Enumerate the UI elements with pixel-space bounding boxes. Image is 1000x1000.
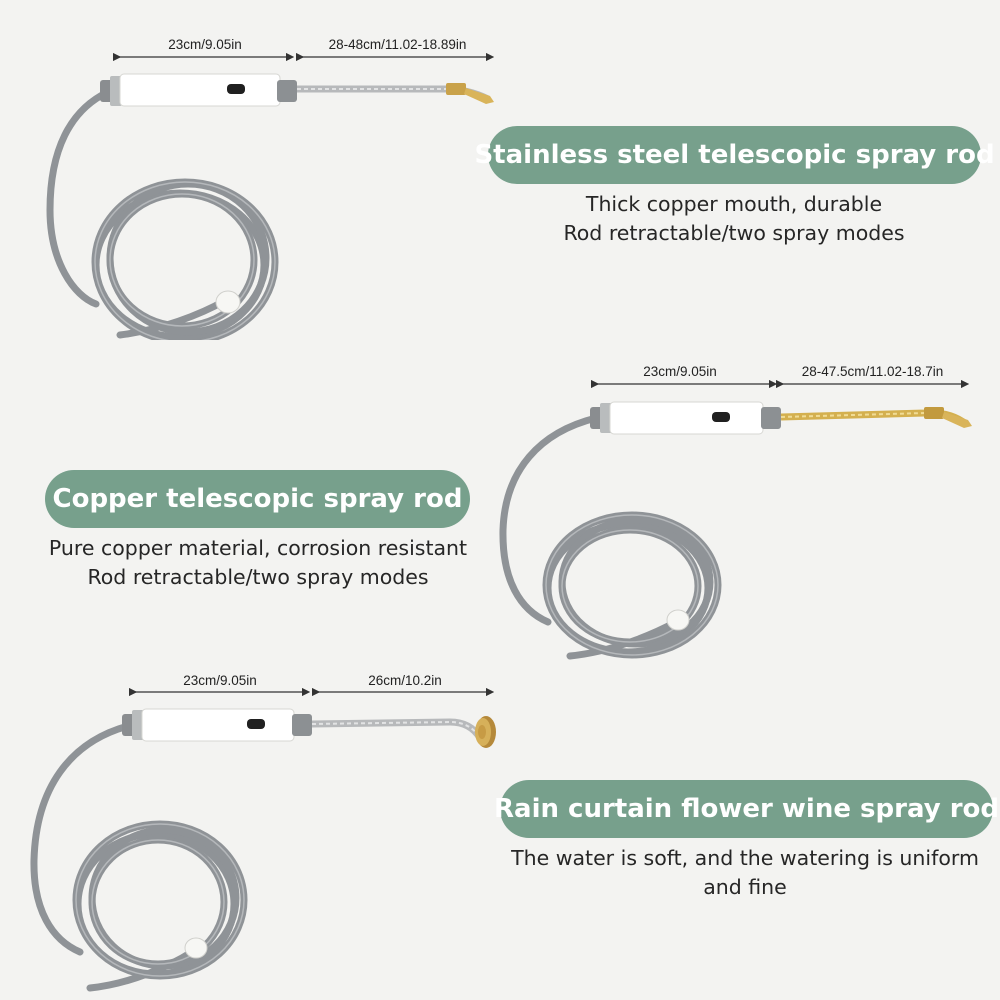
product-title-pill: Rain curtain flower wine spray rod [494,780,999,838]
copper-spray-rod-image [499,379,972,660]
description-line: Rod retractable/two spray modes [87,565,429,589]
rod-dimension-label: 28-48cm/11.02-18.89in [328,37,467,52]
hose-coil-highlight [545,514,719,656]
shower-head [475,716,496,748]
description-line: Thick copper mouth, durable [585,192,883,216]
handle [122,708,312,742]
handle [590,401,781,435]
description-line: The water is soft, and the watering is u… [511,846,979,870]
stainless-rod [297,83,494,104]
copper-rod [780,407,972,428]
hose-coil [30,722,248,992]
handle-dimension-label: 23cm/9.05in [183,673,257,688]
rod-dimension-label: 28-47.5cm/11.02-18.7in [801,364,944,379]
product-description: Pure copper material, corrosion resistan… [8,534,508,592]
product-title-pill: Copper telescopic spray rod [45,470,470,528]
rain-curtain-spray-rod-image [30,687,496,992]
hose-coil-highlight [75,823,245,977]
product-description: Thick copper mouth, durable Rod retracta… [484,190,984,248]
description-line: Pure copper material, corrosion resistan… [48,536,468,560]
hose-coil-highlight [94,181,276,340]
filter-ball [184,937,208,959]
description-line: Rod retractable/two spray modes [563,221,905,245]
stainless-spray-rod-image [46,52,495,340]
product-description: The water is soft, and the watering is u… [490,844,1000,902]
steel-rod [311,718,484,740]
filter-ball [215,290,241,314]
product-rain-curtain: 23cm/9.05in 26cm/10.2in Rain curtain flo… [0,670,1000,1000]
handle [100,73,297,107]
product-copper: 23cm/9.05in 28-47.5cm/11.02-18.7in Coppe… [0,340,1000,670]
rod-dimension-label: 26cm/10.2in [368,673,442,688]
product-title-pill: Stainless steel telescopic spray rod [474,126,995,184]
hose-coil [46,88,279,340]
handle-dimension-label: 23cm/9.05in [643,364,717,379]
product-stainless-steel: 23cm/9.05in 28-48cm/11.02-18.89in Stainl… [0,0,1000,340]
description-line: and fine [703,875,787,899]
handle-dimension-label: 23cm/9.05in [168,37,242,52]
filter-ball [666,609,690,631]
